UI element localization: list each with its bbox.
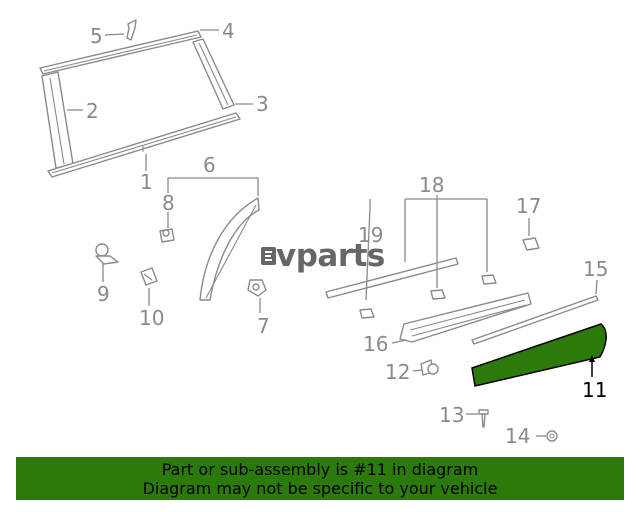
callout-14: 14	[505, 424, 530, 448]
banner-line-1: Part or sub-assembly is #11 in diagram	[161, 460, 479, 479]
part-12-grommet	[420, 359, 439, 376]
callout-15: 15	[583, 257, 608, 281]
part-7-clip	[247, 279, 267, 297]
part-14-nut	[546, 430, 558, 442]
part-18-clips	[359, 274, 497, 319]
part-9-rivet	[95, 243, 119, 265]
part-13-bolt	[478, 409, 489, 428]
banner-line-2: Diagram may not be specific to your vehi…	[142, 479, 498, 498]
part-15-strip	[471, 295, 599, 345]
leader-lines	[67, 29, 598, 437]
callout-17: 17	[516, 194, 541, 218]
callout-12: 12	[385, 360, 410, 384]
part-19-sill-strip	[325, 257, 459, 299]
watermark-text: vparts	[276, 238, 385, 274]
callout-3: 3	[256, 92, 269, 116]
part-1-belt-moulding	[47, 112, 241, 178]
callout-5: 5	[90, 24, 103, 48]
callout-8: 8	[162, 191, 175, 215]
part-2-front-pillar-moulding	[41, 71, 74, 169]
callout-19: 19	[358, 223, 383, 247]
callout-9: 9	[97, 282, 110, 306]
part-8-clip	[159, 228, 175, 243]
callout-labels: 1 2 3 4 5 6 7 8 9 10 11 12 13 14 15 16 1…	[86, 19, 608, 448]
part-10-retainer	[140, 267, 158, 286]
ev-logo-icon	[261, 247, 276, 265]
part-17-clip	[522, 237, 540, 251]
callout-10: 10	[139, 306, 164, 330]
part-5-clip	[126, 19, 137, 41]
part-6-wheel-arch-moulding	[199, 197, 260, 301]
watermark: vparts	[261, 238, 385, 274]
callout-11: 11	[582, 378, 607, 402]
callout-2: 2	[86, 99, 99, 123]
callout-6: 6	[203, 153, 216, 177]
callout-18: 18	[419, 173, 444, 197]
part-3-rear-pillar-moulding	[192, 38, 235, 110]
callout-4: 4	[222, 19, 235, 43]
callout-7: 7	[257, 314, 270, 338]
part-16-sill-protector	[399, 292, 532, 343]
callout-16: 16	[363, 332, 388, 356]
callout-13: 13	[439, 403, 464, 427]
part-4-upper-moulding	[39, 30, 202, 75]
part-11-highlighted-moulding	[471, 323, 607, 387]
info-banner: Part or sub-assembly is #11 in diagram D…	[16, 457, 624, 500]
callout-1: 1	[140, 170, 153, 194]
